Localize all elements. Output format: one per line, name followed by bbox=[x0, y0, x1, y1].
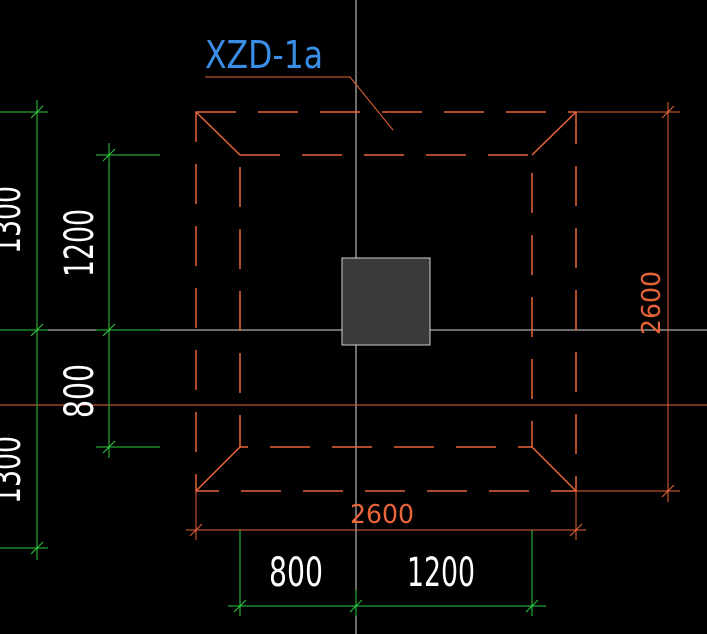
dim-width-text: 2600 bbox=[350, 500, 414, 530]
red-dimensions bbox=[186, 102, 680, 540]
dim-bottom-left: 800 bbox=[269, 550, 323, 596]
diag-br bbox=[531, 446, 577, 492]
dim-height-text: 2600 bbox=[637, 271, 667, 335]
dim-left-lower: 800 bbox=[57, 364, 103, 418]
diag-tl bbox=[195, 111, 241, 156]
diag-tr bbox=[531, 111, 577, 156]
diag-bl bbox=[195, 446, 241, 492]
dim-left-far-bottom: 1300 bbox=[0, 436, 30, 504]
leader-line bbox=[205, 76, 394, 131]
green-dimensions bbox=[0, 100, 546, 616]
dim-bottom-right: 1200 bbox=[407, 550, 475, 596]
foundation-label: XZD-1a bbox=[205, 33, 323, 77]
dim-left-far-top: 1300 bbox=[0, 186, 30, 254]
dim-left-upper: 1200 bbox=[57, 209, 103, 277]
column bbox=[341, 257, 431, 346]
